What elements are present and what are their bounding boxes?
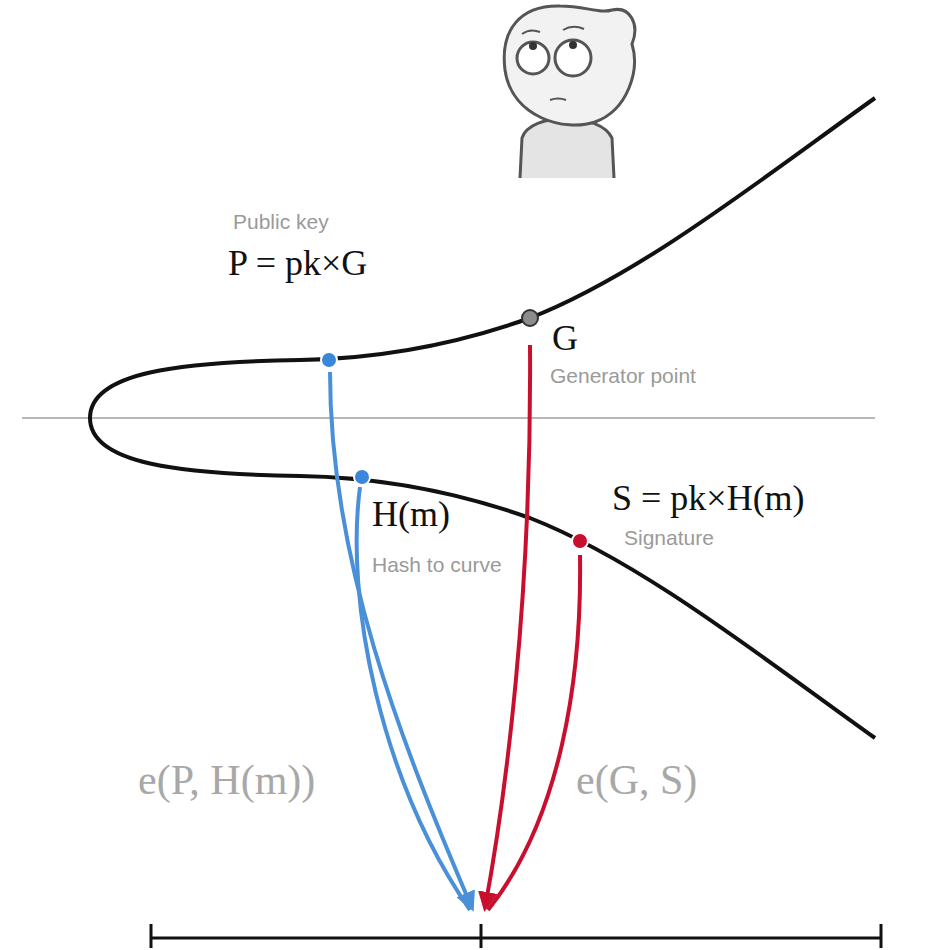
public-key-point [321,352,337,368]
pairing-arrow [357,487,470,910]
point-caption: Generator point [550,364,696,388]
point-formula: P = pk×G [228,243,367,284]
point-caption: Public key [233,210,329,234]
pairing-arrow [485,345,530,908]
hash-point [354,469,370,485]
target-group-bar [150,924,882,948]
pairing-arrow [488,555,580,910]
point-name: G [552,318,578,359]
generator-point [522,310,538,326]
cartoon-face [504,6,635,178]
point-formula: S = pk×H(m) [612,478,805,519]
point-caption: Signature [624,526,714,550]
signature-point [572,533,588,549]
pairing-label: e(G, S) [574,756,699,804]
pairing-arrow [330,372,472,908]
point-caption: Hash to curve [372,553,502,577]
x-axis [22,417,875,419]
elliptic-curve [90,98,875,738]
point-name: H(m) [372,494,450,535]
pairing-label: e(P, H(m)) [136,756,317,804]
